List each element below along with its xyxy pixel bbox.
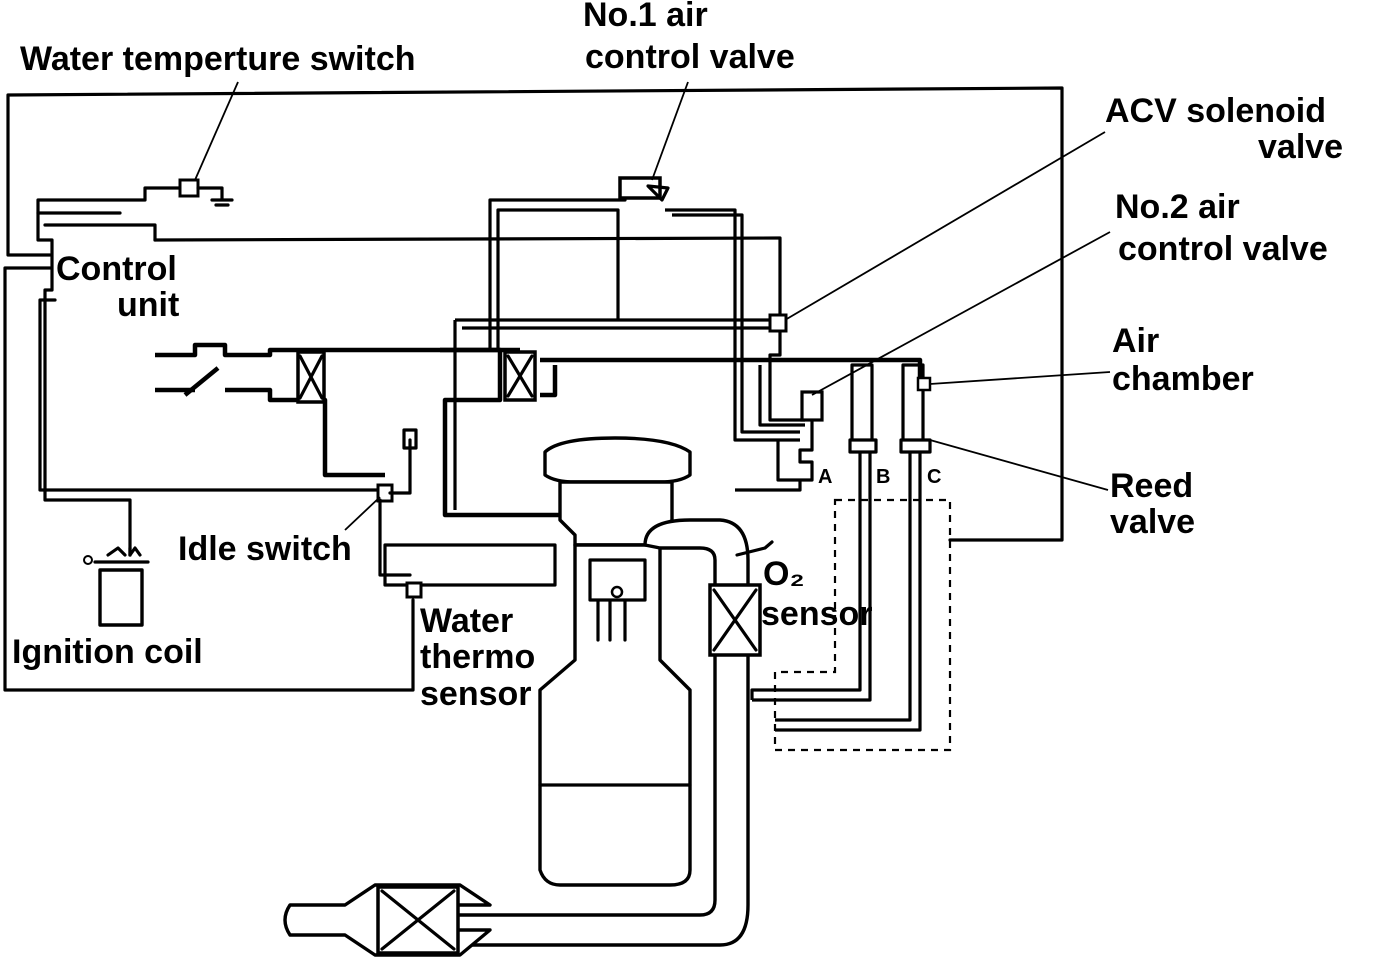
piston-pin — [610, 585, 624, 599]
label-reed-valve-line1: Reed — [1110, 467, 1193, 505]
label-o2-sensor-line2: sensor — [761, 595, 873, 633]
intake-pipe-bottom — [155, 387, 385, 478]
label-no1-acv-line2: control valve — [585, 38, 795, 76]
label-reed-valve-line2: valve — [1110, 503, 1195, 541]
air-chamber-c-top — [901, 363, 925, 380]
label-air-chamber-line1: Air — [1112, 322, 1159, 360]
ignition-coil-terminal — [83, 555, 93, 565]
intake-duct-lower — [540, 365, 558, 398]
label-water-thermo-line2: thermo — [420, 638, 535, 676]
ignition-coil — [98, 568, 144, 627]
throttle-valve — [183, 366, 220, 397]
o2-sensor-catalyst-x — [712, 588, 758, 652]
label-control-unit-line2: unit — [117, 286, 179, 324]
water-temp-switch-ground — [196, 186, 234, 207]
injection-pipe-b — [750, 452, 862, 700]
leader-acv-solenoid — [784, 131, 1106, 321]
intake-pipe-top — [155, 342, 520, 358]
control-unit-box — [36, 211, 132, 557]
vacuum-line-2 — [496, 208, 620, 350]
idle-switch-wire — [378, 498, 412, 577]
label-acv-solenoid-line1: ACV solenoid — [1105, 92, 1326, 130]
intake-duct-right — [540, 357, 923, 380]
injection-pipe-a — [735, 480, 802, 492]
water-jacket — [383, 543, 557, 587]
solenoid-down-line-2 — [758, 365, 805, 427]
air-filter-x-left — [298, 354, 324, 400]
water-thermo-sensor — [405, 581, 423, 599]
air-chamber-b-top — [850, 363, 874, 380]
control-unit-to-solenoid — [153, 236, 782, 322]
label-no2-acv-line2: control valve — [1118, 230, 1328, 268]
piston — [588, 558, 647, 642]
outer-wire-loop — [6, 86, 1064, 542]
vacuum-line-3 — [665, 208, 800, 442]
label-port-c: C — [927, 466, 941, 488]
control-unit-to-idle — [38, 298, 380, 492]
exhaust-manifold — [408, 518, 750, 947]
label-port-a: A — [818, 466, 832, 488]
label-no2-acv-line1: No.2 air — [1115, 188, 1240, 226]
dashed-boundary — [773, 498, 952, 752]
intake-duct-mid — [440, 347, 560, 518]
o2-sensor-probe — [735, 540, 774, 557]
water-temp-switch — [178, 178, 200, 198]
label-ignition-coil: Ignition coil — [12, 633, 203, 671]
label-port-b: B — [876, 466, 890, 488]
air-cleaner-top — [543, 436, 692, 484]
vacuum-line-4 — [672, 213, 800, 434]
control-unit-lead-top — [36, 186, 182, 215]
air-chamber-fitting — [916, 376, 932, 392]
label-water-thermo-line1: Water — [420, 602, 513, 640]
label-idle-switch: Idle switch — [178, 530, 352, 568]
no2-acv-stem — [776, 420, 814, 482]
ignition-coil-top — [93, 546, 150, 564]
ignition-wire-left — [3, 266, 415, 692]
engine-block — [538, 543, 692, 887]
converter-core-x — [380, 889, 456, 951]
air-chamber-b — [848, 380, 878, 454]
leader-no1-acv — [651, 81, 689, 181]
label-no1-acv-line1: No.1 air — [583, 0, 708, 34]
no1-acv-diaphragm — [646, 184, 670, 202]
air-filter-x-mid — [506, 354, 534, 398]
control-unit-inner-lead — [43, 223, 157, 242]
idle-switch-lever — [388, 428, 418, 495]
acv-solenoid-valve — [768, 313, 788, 333]
leader-air-chamber — [929, 371, 1111, 385]
leader-water-temp — [194, 81, 239, 181]
label-o2-sensor-line1: O₂ — [763, 555, 805, 593]
solenoid-vacuum-line — [453, 318, 770, 510]
label-acv-solenoid-line2: valve — [1258, 128, 1343, 166]
injection-pipe-c-outer — [775, 452, 922, 732]
label-air-chamber-line2: chamber — [1112, 360, 1254, 398]
label-control-unit-line1: Control — [56, 250, 177, 288]
label-water-temp-switch: Water temperture switch — [20, 40, 416, 78]
leader-reed-valve — [929, 439, 1109, 491]
leader-no2-acv — [811, 231, 1111, 396]
no2-air-control-valve — [800, 390, 824, 422]
label-water-thermo-line3: sensor — [420, 675, 532, 713]
solenoid-down-line — [768, 330, 805, 422]
injection-pipe-c — [775, 452, 912, 722]
leader-idle-switch — [344, 496, 381, 531]
injection-pipe-b-outer — [752, 452, 872, 702]
